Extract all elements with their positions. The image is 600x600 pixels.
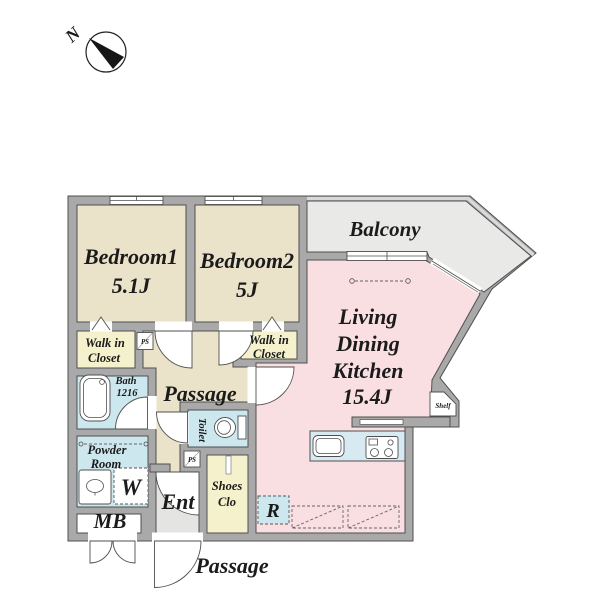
compass-circle-icon	[85, 31, 127, 73]
bathtub-icon	[79, 374, 111, 422]
meter-box-label: MB	[93, 509, 127, 533]
ldk-label-kitchen: Kitchen	[332, 358, 404, 383]
shelf-label: Shelf	[435, 402, 451, 410]
doors	[89, 316, 295, 588]
meter-box-door-left	[89, 540, 113, 564]
powder-room-label-line2: Room	[90, 457, 122, 471]
bath-door-opening	[147, 396, 157, 429]
meter-box-door-opening	[88, 532, 137, 542]
ldk-label-dining: Dining	[335, 331, 400, 356]
bedroom1-door	[154, 330, 193, 369]
toilet-icon	[214, 415, 247, 440]
outside-passage-label: Passage	[194, 553, 269, 578]
compass-north-label: N	[60, 22, 85, 47]
washer-space	[113, 467, 149, 505]
ldk-size: 15.4J	[342, 384, 393, 409]
bedroom2-label: Bedroom2	[199, 248, 294, 273]
washer-label: W	[121, 475, 143, 500]
front-door-opening	[152, 532, 203, 542]
bedroom2-door-opening	[219, 321, 253, 332]
wic1-label-line2: Closet	[88, 351, 120, 365]
bedroom1-door-opening	[155, 321, 192, 332]
storage-placement-marks	[291, 505, 400, 529]
entrance-inner-door	[155, 471, 200, 516]
storage-mark-2	[347, 505, 400, 529]
ldk-label-living: Living	[338, 304, 398, 329]
bath-door	[115, 396, 148, 430]
compass-needle-icon	[89, 38, 124, 69]
kitchen-wall-shelf	[359, 419, 404, 425]
windows	[109, 196, 482, 295]
wic2-entry-mark	[262, 316, 282, 331]
powder-sink-icon	[78, 469, 112, 505]
storage-mark-1	[291, 505, 344, 529]
shoes-closet-label-line1: Shoes	[212, 479, 243, 493]
entrance-label: Ent	[160, 489, 195, 514]
pipe-space-1-label: PS	[141, 339, 149, 346]
kitchen-counter	[309, 430, 406, 462]
toilet-door	[156, 411, 188, 444]
hall-wall-stub	[149, 463, 171, 473]
wic2-label-line2: Closet	[253, 347, 285, 361]
wic2-label-line1: Walk in	[249, 333, 289, 347]
balcony-label: Balcony	[348, 217, 421, 241]
toilet-label: Toilet	[196, 418, 207, 443]
bedroom2-floor	[194, 204, 300, 323]
bath-size: 1216	[117, 388, 139, 399]
kitchen-sink-icon	[312, 435, 345, 457]
hanger-pipe-marks	[78, 278, 411, 447]
front-door	[154, 540, 202, 588]
shelf-alcove	[429, 391, 457, 417]
balcony-parapet	[307, 196, 535, 257]
compass: N	[60, 22, 127, 73]
bedroom1-size: 5.1J	[112, 273, 152, 298]
bedroom2-size: 5J	[236, 277, 259, 302]
powder-room-label-line1: Powder	[88, 443, 127, 457]
refrigerator-label: R	[265, 500, 279, 522]
pipe-space-2-label: PS	[188, 457, 196, 464]
wic1-entry-mark	[91, 316, 111, 331]
meter-box-door-right	[112, 540, 136, 564]
bath-label: Bath	[114, 376, 136, 387]
bedroom1-label: Bedroom1	[83, 244, 178, 269]
pipe-space-boxes	[136, 332, 201, 468]
shoes-closet-shelf-marks	[225, 455, 232, 475]
ldk-door-opening	[247, 367, 257, 403]
ldk-door	[255, 366, 295, 406]
shoes-closet-label-line2: Clo	[218, 495, 236, 509]
wic1-label-line1: Walk in	[85, 336, 125, 350]
bedroom2-door	[218, 330, 254, 366]
passage-label: Passage	[162, 381, 237, 406]
bedroom1-floor	[76, 204, 187, 323]
refrigerator-space	[257, 495, 290, 525]
stove-icon	[365, 436, 399, 459]
